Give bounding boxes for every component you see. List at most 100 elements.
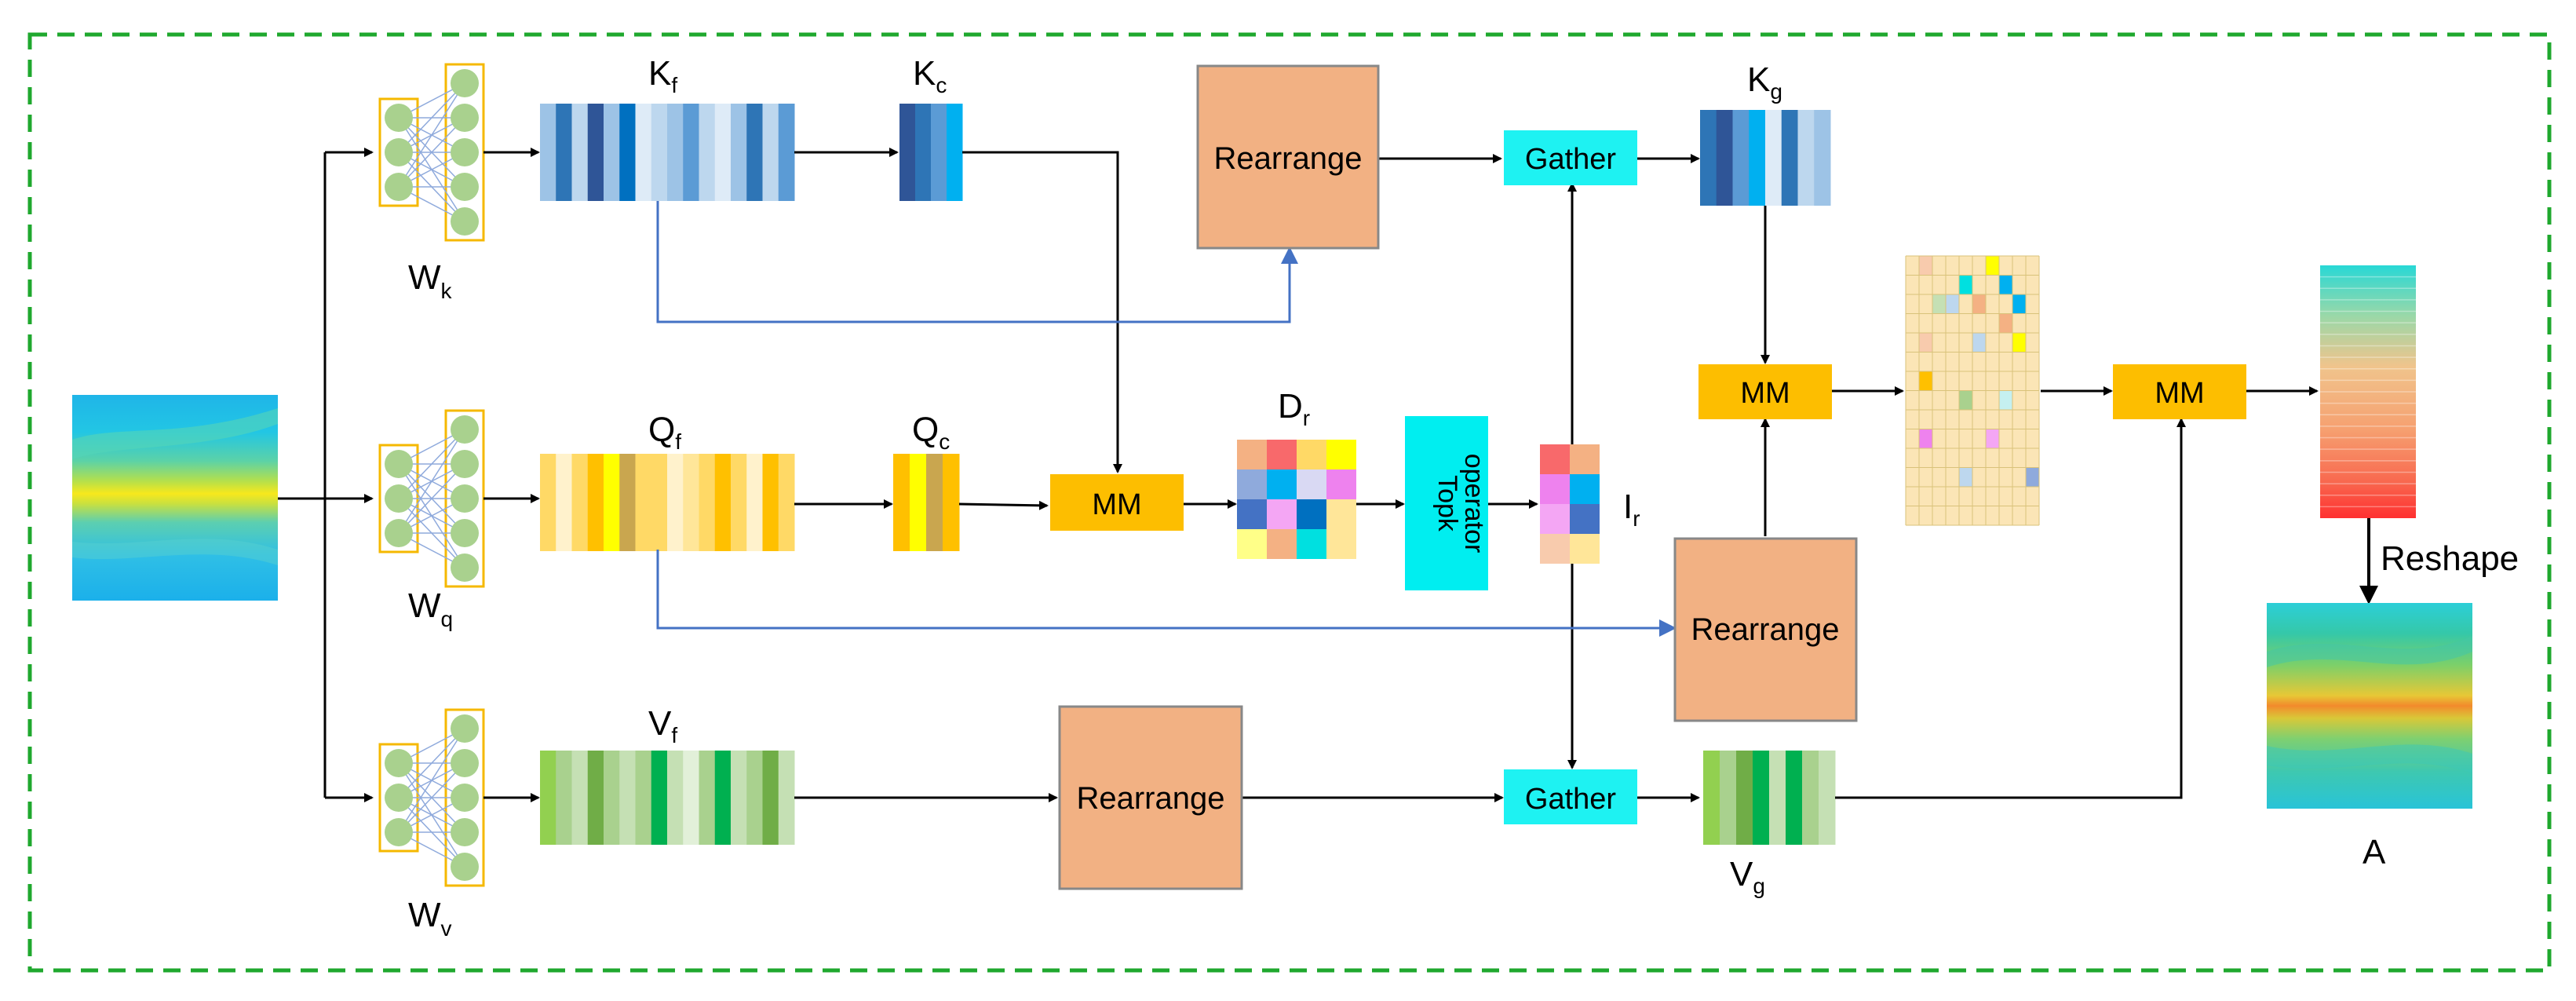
stripe — [762, 751, 779, 845]
stripe — [931, 104, 947, 201]
matrix-cell — [1326, 499, 1356, 529]
neuron — [451, 553, 479, 582]
index-cell — [1540, 504, 1570, 534]
neuron-connection — [398, 728, 465, 833]
attention-cell — [1986, 429, 1999, 448]
neuron — [385, 818, 413, 846]
neuron — [451, 207, 479, 236]
stripe — [746, 454, 763, 551]
kc-vector — [899, 104, 963, 201]
input-branch-lines — [278, 148, 374, 802]
attention-cell — [1919, 256, 1932, 276]
vf-vector — [540, 751, 795, 845]
stripe — [731, 454, 747, 551]
stripe — [910, 454, 927, 551]
wq-label: Wq — [408, 586, 453, 631]
stripe — [587, 104, 604, 201]
kg-label: Kg — [1747, 60, 1782, 104]
neuron — [451, 450, 479, 478]
stripe — [926, 454, 943, 551]
stripe — [667, 454, 684, 551]
mm-box-right: MM — [2113, 364, 2246, 419]
svg-text:Rearrange: Rearrange — [1076, 781, 1224, 816]
output-feature-map — [2267, 603, 2472, 809]
neuron-connection — [398, 463, 465, 534]
attention-cell — [2012, 294, 2026, 314]
stripe — [899, 104, 916, 201]
stripe — [699, 104, 716, 201]
rearrange-box-top: Rearrange — [1196, 64, 1380, 250]
qc-vector — [893, 454, 960, 551]
stripe — [604, 751, 620, 845]
stripe — [893, 454, 910, 551]
neuron-connection — [398, 429, 465, 534]
topk-operator-box: Topk operator — [1405, 416, 1489, 590]
stripe — [746, 104, 763, 201]
index-cell — [1540, 474, 1570, 504]
matrix-cell — [1326, 440, 1356, 469]
neuron-connection — [398, 82, 465, 188]
neuron — [385, 104, 413, 132]
svg-text:MM: MM — [1740, 377, 1790, 410]
neuron — [385, 749, 413, 777]
matrix-cell — [1267, 469, 1297, 499]
stripe — [714, 104, 732, 201]
matrix-cell — [1297, 529, 1326, 559]
black-arrows — [794, 148, 2319, 802]
attention-cell — [1959, 275, 1972, 294]
stripe — [619, 104, 636, 201]
stripe — [1797, 110, 1815, 206]
matrix-cell — [1326, 529, 1356, 559]
stripe — [915, 104, 932, 201]
matrix-cell — [1237, 529, 1267, 559]
stripe — [1700, 110, 1717, 206]
stripe — [731, 104, 747, 201]
stripe — [540, 104, 556, 201]
stripe — [1819, 751, 1836, 845]
svg-text:MM: MM — [1092, 488, 1141, 521]
stripe — [571, 751, 589, 845]
neuron-connection — [398, 82, 465, 153]
kg-vector — [1700, 110, 1831, 206]
matrix-cell — [1267, 529, 1297, 559]
attention-cell — [1932, 294, 1946, 314]
svg-text:Topk: Topk — [1432, 475, 1462, 532]
index-cell — [1540, 534, 1570, 564]
a-label: A — [2363, 833, 2386, 871]
neuron — [385, 784, 413, 812]
neuron — [385, 138, 413, 166]
neuron-connection — [398, 117, 465, 188]
attention-cell — [2012, 333, 2026, 353]
index-cell — [1570, 444, 1600, 474]
neuron — [451, 818, 479, 846]
dr-matrix — [1237, 440, 1356, 559]
stripe — [651, 751, 668, 845]
stripe — [571, 104, 589, 201]
output-vector — [2320, 265, 2416, 518]
stripe — [699, 454, 716, 551]
output-gradient — [2320, 265, 2416, 518]
wk-layer — [378, 63, 485, 242]
attention-cell — [1919, 429, 1932, 448]
stripe — [1802, 751, 1819, 845]
stripe — [556, 454, 572, 551]
attention-cell — [1999, 390, 2012, 410]
stripe — [635, 751, 652, 845]
stripe — [714, 454, 732, 551]
neuron — [385, 450, 413, 478]
stripe — [943, 454, 960, 551]
matrix-cell — [1267, 440, 1297, 469]
rearrange-box-mid: Rearrange — [1673, 537, 1858, 722]
reshape-label: Reshape — [2381, 539, 2519, 578]
kf-vector — [540, 104, 795, 201]
stripe — [651, 454, 668, 551]
stripe — [947, 104, 963, 201]
wk-label: Wk — [408, 258, 453, 303]
attention-cell — [1972, 294, 1986, 314]
stripe — [556, 751, 572, 845]
kc-label: Kc — [913, 54, 947, 97]
svg-text:Gather: Gather — [1525, 143, 1617, 176]
stripe — [778, 104, 795, 201]
stripe — [635, 104, 652, 201]
